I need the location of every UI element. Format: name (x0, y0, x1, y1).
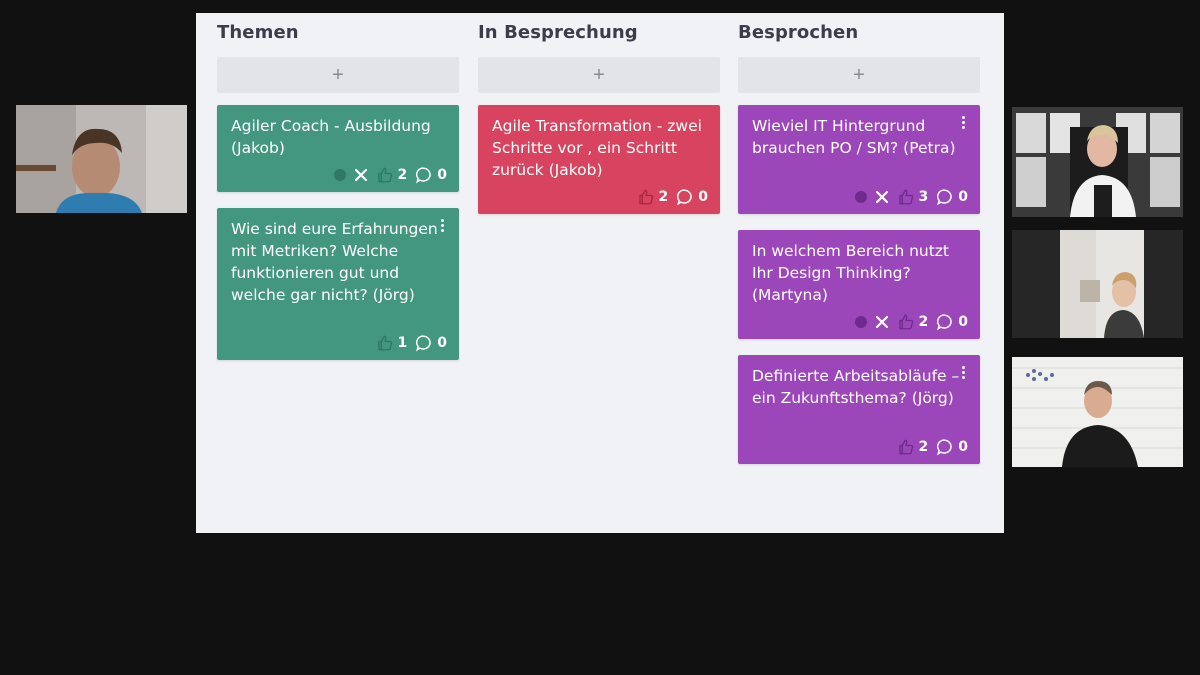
comment-reaction[interactable]: 0 (936, 188, 968, 206)
thumbs-up-icon (898, 314, 913, 330)
card[interactable]: In welchem Bereich nutzt Ihr Design Thin… (738, 230, 980, 339)
participant-video-right-2-picture (1012, 230, 1183, 338)
column-title: In Besprechung (478, 22, 638, 43)
comment-count: 0 (698, 189, 708, 205)
like-reaction[interactable]: 3 (897, 188, 929, 206)
comment-reaction[interactable]: 0 (936, 313, 968, 331)
close-icon[interactable] (875, 315, 889, 329)
participant-video-right-3[interactable] (1012, 357, 1183, 467)
card-text: Wieviel IT Hintergrund brauchen PO / SM?… (752, 117, 956, 157)
card-text: Agile Transformation - zwei Schritte vor… (492, 117, 702, 179)
card-text: Agiler Coach - Ausbildung (Jakob) (231, 117, 431, 157)
participant-video-right-3-picture (1012, 357, 1183, 467)
comment-icon (937, 439, 953, 456)
column-title: Besprochen (738, 22, 859, 43)
thumbs-up-icon (638, 189, 653, 205)
card[interactable]: Wie sind eure Erfahrungen mit Metriken? … (217, 208, 459, 360)
add-card-button[interactable]: + (217, 57, 459, 93)
card[interactable]: Agiler Coach - Ausbildung (Jakob) 2 0 (217, 105, 459, 192)
participant-video-right-1[interactable] (1012, 107, 1183, 217)
retro-board: Themen + Agiler Coach - Ausbildung (Jako… (196, 13, 1004, 533)
like-count: 2 (658, 189, 669, 205)
comment-icon (937, 189, 953, 206)
thumbs-up-icon (377, 167, 392, 183)
more-vertical-icon[interactable] (435, 216, 449, 234)
like-reaction[interactable]: 2 (637, 188, 669, 206)
comment-count: 0 (958, 439, 968, 455)
participant-video-left[interactable] (16, 105, 187, 213)
card-text: In welchem Bereich nutzt Ihr Design Thin… (752, 242, 950, 304)
close-icon[interactable] (875, 190, 889, 204)
thumbs-up-icon (377, 335, 392, 351)
thumbs-up-icon (898, 189, 913, 205)
participant-video-right-2[interactable] (1012, 230, 1183, 338)
like-count: 3 (918, 189, 929, 205)
like-reaction[interactable]: 2 (897, 438, 929, 456)
thumbs-up-icon (898, 439, 913, 455)
comment-icon (937, 314, 953, 331)
card-footer: 2 0 (637, 187, 708, 207)
status-dot-icon[interactable] (854, 191, 867, 203)
column-title: Themen (217, 22, 299, 43)
like-reaction[interactable]: 2 (376, 166, 408, 184)
comment-reaction[interactable]: 0 (415, 334, 447, 352)
participant-video-right-1-picture (1012, 107, 1183, 217)
comment-icon (416, 167, 432, 184)
like-count: 2 (918, 314, 929, 330)
add-card-button[interactable]: + (478, 57, 720, 93)
card[interactable]: Definierte Arbeitsabläufe – ein Zukunfts… (738, 355, 980, 464)
more-vertical-icon[interactable] (956, 113, 970, 131)
like-count: 2 (918, 439, 929, 455)
comment-icon (416, 335, 432, 352)
comment-reaction[interactable]: 0 (415, 166, 447, 184)
card-footer: 3 0 (854, 187, 968, 207)
card-footer: 1 0 (376, 333, 447, 353)
more-vertical-icon[interactable] (956, 363, 970, 381)
comment-icon (677, 189, 693, 206)
card-footer: 2 0 (333, 165, 447, 185)
card-text: Wie sind eure Erfahrungen mit Metriken? … (231, 220, 438, 304)
add-card-button[interactable]: + (738, 57, 980, 93)
card-text: Definierte Arbeitsabläufe – ein Zukunfts… (752, 367, 960, 407)
card[interactable]: Agile Transformation - zwei Schritte vor… (478, 105, 720, 214)
card-footer: 2 0 (897, 437, 968, 457)
comment-count: 0 (958, 189, 968, 205)
comment-reaction[interactable]: 0 (936, 438, 968, 456)
comment-count: 0 (958, 314, 968, 330)
like-count: 1 (397, 335, 408, 351)
like-reaction[interactable]: 1 (376, 334, 408, 352)
card[interactable]: Wieviel IT Hintergrund brauchen PO / SM?… (738, 105, 980, 214)
status-dot-icon[interactable] (854, 316, 867, 328)
comment-count: 0 (437, 167, 447, 183)
comment-reaction[interactable]: 0 (676, 188, 708, 206)
like-count: 2 (397, 167, 408, 183)
status-dot-icon[interactable] (333, 169, 346, 181)
participant-video-left-picture (16, 105, 187, 213)
close-icon[interactable] (354, 168, 368, 182)
like-reaction[interactable]: 2 (897, 313, 929, 331)
comment-count: 0 (437, 335, 447, 351)
card-footer: 2 0 (854, 312, 968, 332)
